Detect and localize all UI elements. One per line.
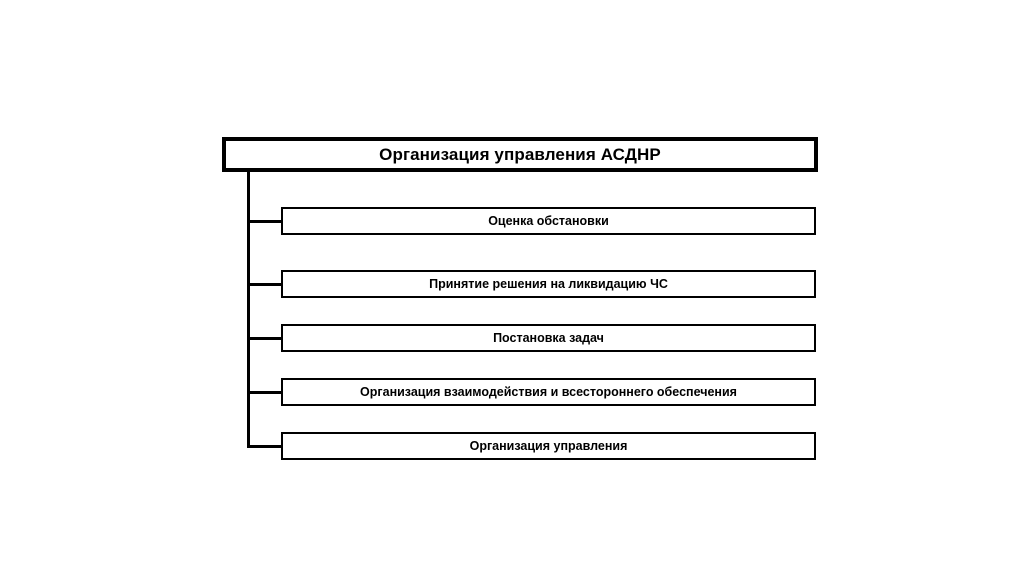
- diagram-child-node-5[interactable]: Организация управления: [281, 432, 816, 460]
- connector-stub-1: [247, 220, 283, 223]
- diagram-child-node-2[interactable]: Принятие решения на ликвидацию ЧС: [281, 270, 816, 298]
- connector-stub-2: [247, 283, 283, 286]
- diagram-child-label-5: Организация управления: [469, 438, 628, 453]
- connector-stub-4: [247, 391, 283, 394]
- diagram-child-label-3: Постановка задач: [493, 330, 604, 345]
- diagram-child-label-1: Оценка обстановки: [488, 213, 609, 228]
- connector-stub-3: [247, 337, 283, 340]
- diagram-child-node-1[interactable]: Оценка обстановки: [281, 207, 816, 235]
- diagram-child-label-4: Организация взаимодействия и всесторонне…: [360, 384, 737, 399]
- diagram-child-label-2: Принятие решения на ликвидацию ЧС: [429, 276, 668, 291]
- diagram-child-node-3[interactable]: Постановка задач: [281, 324, 816, 352]
- diagram-child-node-4[interactable]: Организация взаимодействия и всесторонне…: [281, 378, 816, 406]
- diagram-root-label: Организация управления АСДНР: [379, 145, 661, 164]
- connector-stub-5: [247, 445, 283, 448]
- diagram-root-node[interactable]: Организация управления АСДНР: [222, 137, 818, 172]
- connector-trunk-line: [247, 172, 250, 448]
